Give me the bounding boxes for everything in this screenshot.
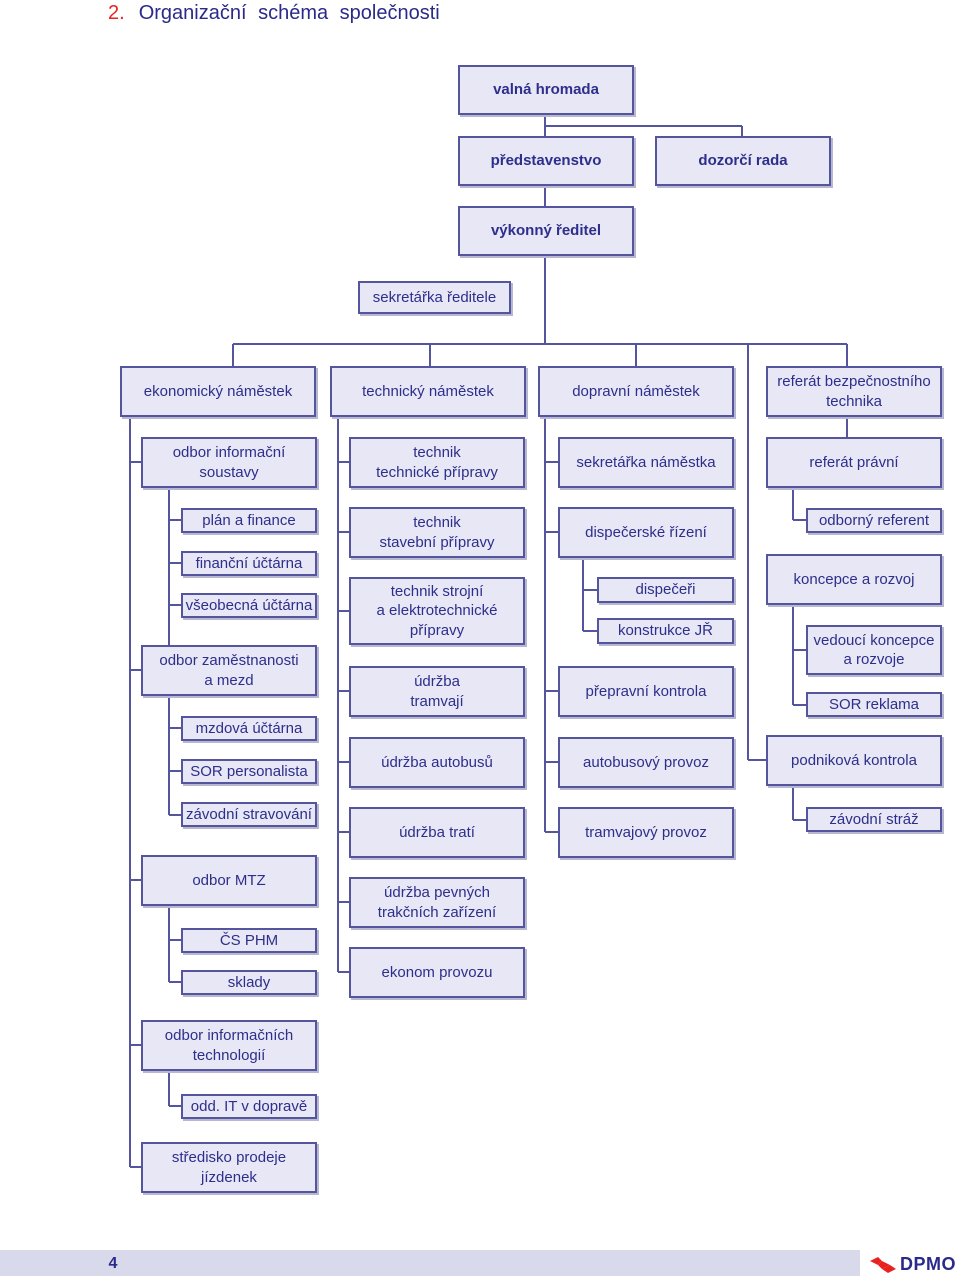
box-odd-it-v-doprave: odd. IT v dopravě <box>181 1094 317 1119</box>
dpmo-logo: DPMO <box>868 1254 956 1275</box>
box-technik-technicke-pripravy: technik technické přípravy <box>349 437 525 488</box>
box-technicky-namestek: technický náměstek <box>330 366 526 417</box>
page-header: 2. Organizační schéma společnosti <box>108 2 440 25</box>
box-technik-strojni: technik strojní a elektrotechnické přípr… <box>349 577 525 645</box>
box-podnikova-kontrola: podniková kontrola <box>766 735 942 786</box>
box-koncepce-a-rozvoj: koncepce a rozvoj <box>766 554 942 605</box>
box-tramvajovy-provoz: tramvajový provoz <box>558 807 734 858</box>
box-financni-uctarna: finanční účtárna <box>181 551 317 576</box>
box-valna-hromada: valná hromada <box>458 65 634 115</box>
box-odbor-informacnich-technologii: odbor informačních technologií <box>141 1020 317 1071</box>
box-autobusovy-provoz: autobusový provoz <box>558 737 734 788</box>
box-sor-personalista: SOR personalista <box>181 759 317 784</box>
box-referat-pravni: referát právní <box>766 437 942 488</box>
dpmo-logo-icon <box>870 1256 896 1273</box>
box-vykonny-reditel: výkonný ředitel <box>458 206 634 256</box>
box-sor-reklama: SOR reklama <box>806 692 942 717</box>
box-udrzba-tramvaji: údržba tramvají <box>349 666 525 717</box>
box-udrzba-pevnych-trakcnich-zarizeni: údržba pevných trakčních zařízení <box>349 877 525 928</box>
box-plan-a-finance: plán a finance <box>181 508 317 533</box>
box-dispecerske-rizeni: dispečerské řízení <box>558 507 734 558</box>
box-zavodni-straz: závodní stráž <box>806 807 942 832</box>
box-udrzba-trati: údržba tratí <box>349 807 525 858</box>
section-number: 2. <box>108 2 125 24</box>
box-odbor-mtz: odbor MTZ <box>141 855 317 906</box>
box-konstrukce-jr: konstrukce JŘ <box>597 618 734 644</box>
box-prepravni-kontrola: přepravní kontrola <box>558 666 734 717</box>
box-referat-bezpecnostniho-technika: referát bezpečnostního technika <box>766 366 942 417</box>
box-odbor-zamestnanosti-a-mezd: odbor zaměstnanosti a mezd <box>141 645 317 696</box>
box-ekonomicky-namestek: ekonomický náměstek <box>120 366 316 417</box>
box-dispeceri: dispečeři <box>597 577 734 603</box>
box-zavodni-stravovani: závodní stravování <box>181 802 317 827</box>
page-title: Organizační schéma společnosti <box>138 2 440 24</box>
box-ekonom-provozu: ekonom provozu <box>349 947 525 998</box>
box-vedouci-koncepce-a-rozvoje: vedoucí koncepce a rozvoje <box>806 625 942 675</box>
box-mzdova-uctarna: mzdová účtárna <box>181 716 317 741</box>
logo-text: DPMO <box>900 1254 956 1274</box>
box-technik-stavebni-pripravy: technik stavební přípravy <box>349 507 525 558</box>
box-predstavenstvo: představenstvo <box>458 136 634 186</box>
box-dozorci-rada: dozorčí rada <box>655 136 831 186</box>
box-sekretarka-namestka: sekretářka náměstka <box>558 437 734 488</box>
box-udrzba-autobusu: údržba autobusů <box>349 737 525 788</box>
box-dopravni-namestek: dopravní náměstek <box>538 366 734 417</box>
box-cs-phm: ČS PHM <box>181 928 317 953</box>
box-odborny-referent: odborný referent <box>806 508 942 533</box>
box-vseobecna-uctarna: všeobecná účtárna <box>181 593 317 618</box>
box-sekretarka-reditele: sekretářka ředitele <box>358 281 511 314</box>
box-sklady: sklady <box>181 970 317 995</box>
footer-bar <box>0 1250 860 1276</box>
box-odbor-informacni-soustavy: odbor informační soustavy <box>141 437 317 488</box>
box-stredisko-prodeje-jizdenek: středisko prodeje jízdenek <box>141 1142 317 1193</box>
page-number: 4 <box>108 1255 118 1272</box>
